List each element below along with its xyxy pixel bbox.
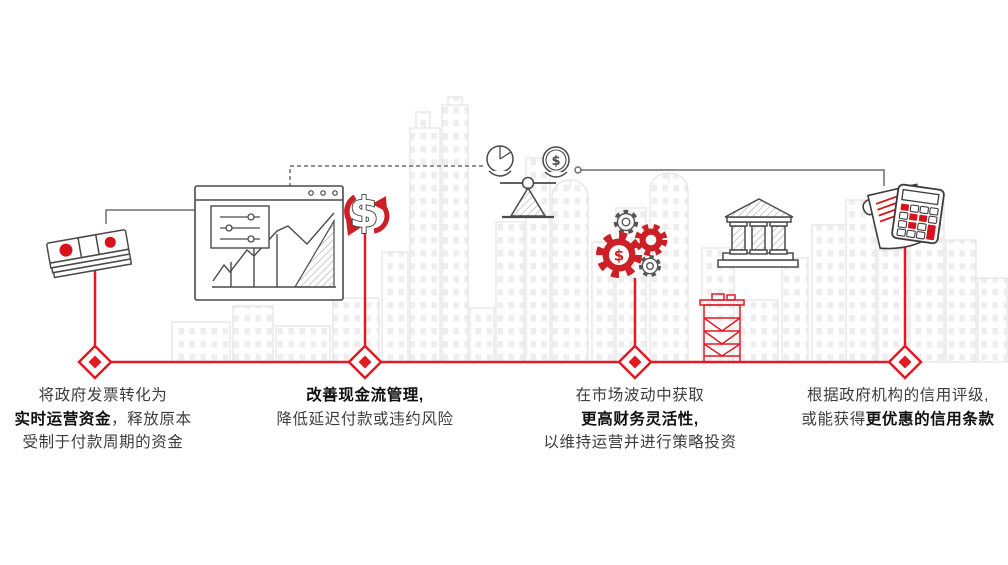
pie-chart-icon xyxy=(486,145,514,173)
svg-text:$: $ xyxy=(349,188,378,237)
caption-line: 或能获得更优惠的信用条款 xyxy=(788,408,1008,432)
caption-invoice-to-working-capital: 将政府发票转化为实时运营资金，释放原本受制于付款周期的资金 xyxy=(0,384,206,455)
caption-text: 降低延迟付款或违约风险 xyxy=(276,410,454,428)
small-gear-top-icon xyxy=(613,209,639,235)
svg-text:$: $ xyxy=(551,154,560,169)
caption-text: 或能获得 xyxy=(801,410,866,428)
caption-cash-flow-management: 改善现金流管理, 降低延迟付款或违约风险 xyxy=(253,384,477,431)
caption-line: 降低延迟付款或违约风险 xyxy=(253,408,477,432)
skyline-buildings xyxy=(171,96,1008,363)
red-construction-tower xyxy=(699,293,745,363)
medium-red-gear-icon xyxy=(634,223,668,257)
timeline-diamond-markers xyxy=(77,344,923,380)
bank-building-icon xyxy=(717,198,799,268)
caption-text-bold: 实时运营资金 xyxy=(14,410,112,428)
cashflow-dollar-arrows-icon: $ xyxy=(344,187,390,238)
connector-scale-to-receipt xyxy=(574,166,885,186)
large-red-gear-icon: $ xyxy=(596,232,642,278)
diamond-marker xyxy=(887,344,923,380)
balance-scale-icon: $ xyxy=(486,145,570,219)
caption-text-bold: 更优惠的信用条款 xyxy=(865,410,995,428)
caption-better-credit-terms: 根据政府机构的信用评级, 或能获得更优惠的信用条款 xyxy=(788,384,1008,431)
caption-text-bold: 更高财务灵活性, xyxy=(581,410,699,428)
gears-dollar-icon: $ xyxy=(596,209,668,278)
caption-line: 以维持运营并进行策略投资 xyxy=(528,431,752,455)
caption-text: 在市场波动中获取 xyxy=(575,387,705,404)
caption-line: 在市场波动中获取 xyxy=(528,384,752,408)
timeline xyxy=(77,344,923,380)
caption-line: 实时运营资金，释放原本 xyxy=(0,408,206,432)
sliders-panel-icon xyxy=(210,205,270,249)
connector-money-to-window xyxy=(105,206,204,224)
caption-text: 以维持运营并进行策略投资 xyxy=(543,434,737,451)
small-gear-bottom-icon xyxy=(639,255,661,277)
bar-line-chart-icon xyxy=(212,212,336,288)
caption-text: ，释放原本 xyxy=(111,410,192,428)
caption-text: 将政府发票转化为 xyxy=(38,387,168,404)
window-dots-icon xyxy=(308,190,338,196)
diamond-marker xyxy=(77,344,113,380)
caption-line: 改善现金流管理, xyxy=(253,384,477,408)
dollar-coin-icon: $ xyxy=(542,146,570,174)
svg-text:$: $ xyxy=(614,247,624,265)
receipt-calculator-icon: $ xyxy=(862,183,945,250)
diamond-marker xyxy=(347,344,383,380)
caption-line: 受制于付款周期的资金 xyxy=(0,431,206,455)
calculator-icon xyxy=(891,183,945,245)
caption-financial-flexibility: 在市场波动中获取更高财务灵活性, 以维持运营并进行策略投资 xyxy=(528,384,752,455)
caption-line: 更高财务灵活性, xyxy=(528,408,752,432)
caption-text: 受制于付款周期的资金 xyxy=(22,434,184,451)
browser-analytics-icon xyxy=(194,185,344,301)
caption-line: 将政府发票转化为 xyxy=(0,384,206,408)
diamond-marker xyxy=(617,344,653,380)
caption-text: 根据政府机构的信用评级, xyxy=(806,387,989,404)
caption-line: 根据政府机构的信用评级, xyxy=(788,384,1008,408)
money-stack-icon xyxy=(46,229,133,279)
caption-text-bold: 改善现金流管理, xyxy=(306,387,424,404)
